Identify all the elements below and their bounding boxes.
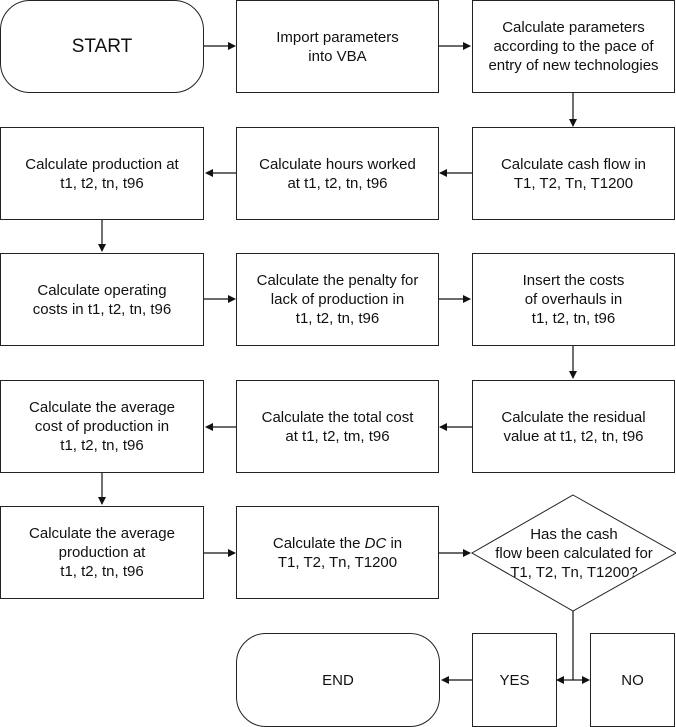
calculate-hours-step: Calculate hours worked at t1, t2, tn, t9… [236, 127, 439, 220]
calculate-parameters-step: Calculate parameters according to the pa… [472, 0, 675, 93]
calculate-production-step: Calculate production at t1, t2, tn, t96 [0, 127, 204, 220]
yes-branch: YES [472, 633, 557, 727]
yes-label: YES [499, 671, 530, 689]
calculate-cashflow-label: Calculate cash flow in T1, T2, Tn, T1200 [500, 155, 647, 192]
calculate-residual-label: Calculate the residual value at t1, t2, … [501, 408, 646, 445]
calculate-dc-line2: T1, T2, Tn, T1200 [277, 553, 398, 571]
start-label: START [71, 36, 133, 57]
no-label: NO [621, 671, 644, 689]
calculate-total-cost-step: Calculate the total cost at t1, t2, tm, … [236, 380, 439, 473]
calculate-residual-step: Calculate the residual value at t1, t2, … [472, 380, 675, 473]
calculate-average-cost-label: Calculate the average cost of production… [29, 399, 175, 454]
calculate-cashflow-step: Calculate cash flow in T1, T2, Tn, T1200 [472, 127, 675, 220]
calculate-hours-label: Calculate hours worked at t1, t2, tn, t9… [259, 155, 416, 192]
calculate-average-production-label: Calculate the average production at t1, … [29, 525, 175, 580]
calculate-total-cost-label: Calculate the total cost at t1, t2, tm, … [261, 408, 414, 445]
calculate-penalty-label: Calculate the penalty for lack of produc… [256, 272, 419, 327]
end-terminal: END [236, 633, 440, 727]
no-branch: NO [590, 633, 675, 727]
import-parameters-step: Import parameters into VBA [236, 0, 439, 93]
calculate-parameters-label: Calculate parameters according to the pa… [488, 19, 659, 74]
calculate-dc-prefix: Calculate the [272, 534, 365, 552]
calculate-dc-suffix: in [386, 534, 403, 552]
calculate-penalty-step: Calculate the penalty for lack of produc… [236, 253, 439, 346]
start-terminal: START [0, 0, 204, 93]
calculate-dc-italic: DC [364, 534, 387, 552]
insert-overhauls-label: Insert the costs of overhauls in t1, t2,… [522, 272, 625, 327]
calculate-average-production-step: Calculate the average production at t1, … [0, 506, 204, 599]
calculate-average-cost-step: Calculate the average cost of production… [0, 380, 204, 473]
calculate-operating-costs-label: Calculate operating costs in t1, t2, tn,… [32, 281, 172, 318]
import-parameters-label: Import parameters into VBA [276, 28, 399, 65]
decision-diamond [470, 494, 676, 612]
calculate-production-label: Calculate production at t1, t2, tn, t96 [25, 155, 179, 192]
decision-label: Has the cash flow been calculated for T1… [495, 525, 653, 581]
end-label: END [322, 671, 354, 689]
calculate-operating-costs-step: Calculate operating costs in t1, t2, tn,… [0, 253, 204, 346]
insert-overhauls-step: Insert the costs of overhauls in t1, t2,… [472, 253, 675, 346]
